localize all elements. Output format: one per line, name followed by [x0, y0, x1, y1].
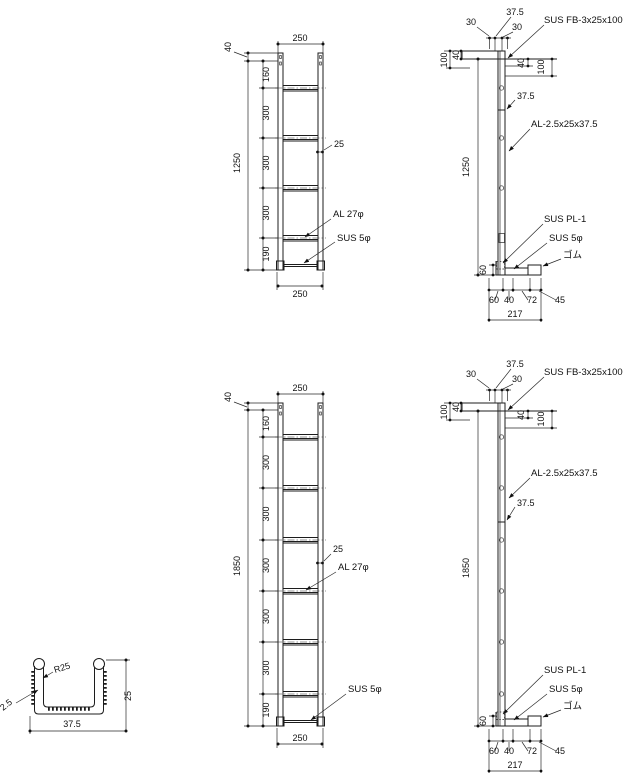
dim-side1850-37-5-top: 37.5	[506, 359, 524, 369]
dim-side1850-foot-total: 217	[507, 760, 522, 770]
label-front1850-rung: AL 27φ	[338, 562, 369, 573]
dim-section-radius: R25	[53, 661, 72, 675]
dim-side1850-30-right: 30	[512, 374, 522, 384]
dim-front1850-top-offset: 40	[223, 392, 233, 402]
dim-front1850-seg-300d: 300	[261, 609, 271, 624]
dim-side1250-right-40: 40	[516, 58, 526, 68]
front-1250-dimensions	[233, 41, 336, 290]
dim-side1250-30-right: 30	[512, 22, 522, 32]
dim-front1250-top-width: 250	[292, 33, 307, 43]
label-side1850-plate: SUS PL-1	[544, 665, 586, 676]
label-front1250-bottom-bar: SUS 5φ	[337, 233, 371, 244]
front-1850-dimensions	[233, 391, 347, 748]
label-side1250-flat-bar: SUS FB-3x25x100	[544, 15, 623, 26]
front-1850-linework	[275, 402, 326, 727]
dim-side1250-30-left: 30	[466, 17, 476, 27]
dim-section-height: 25	[123, 691, 133, 701]
label-front1250-rung: AL 27φ	[333, 209, 364, 220]
label-side1250-profile: AL-2.5x25x37.5	[531, 119, 598, 130]
label-side1250-bar: SUS 5φ	[549, 233, 583, 244]
side-1250-dimensions	[444, 16, 562, 322]
label-side1850-rubber: ゴム	[563, 700, 582, 712]
dim-side1850-foot-60: 60	[489, 746, 499, 756]
label-front1850-bottom-bar: SUS 5φ	[348, 684, 382, 695]
dim-front1850-seg-300a: 300	[261, 455, 271, 470]
side-1850-linework	[461, 402, 557, 727]
dim-front1850-seg-190: 190	[261, 702, 271, 717]
label-side1850-bar: SUS 5φ	[549, 684, 583, 695]
dim-side1850-foot-height: 60	[478, 716, 488, 726]
dim-front1850-seg-160: 160	[261, 416, 271, 431]
dim-side1250-foot-45: 45	[555, 295, 565, 305]
dim-side1850-left-40: 40	[451, 402, 461, 412]
dim-front1850-stile-width: 25	[333, 544, 343, 554]
dim-front1250-bottom-width: 250	[292, 289, 307, 299]
dim-front1250-seg-160: 160	[261, 67, 271, 82]
dim-side1250-foot-72: 72	[527, 295, 537, 305]
dim-side1850-foot-45: 45	[555, 746, 565, 756]
dim-side1250-bar-width: 37.5	[517, 91, 535, 101]
side-1850-dimensions	[444, 368, 562, 773]
view-side-1250: 30 37.5 30 SUS FB-3x25x100 100 40 40 100…	[439, 7, 623, 322]
front-1250-linework	[275, 52, 326, 271]
dim-side1850-bar-width: 37.5	[517, 498, 535, 508]
view-rung-section: R25 2.5 37.5 25	[0, 658, 133, 734]
dim-side1850-foot-40: 40	[504, 746, 514, 756]
view-front-1250: 250 40 160 300 300 300 190 1250 25 AL 27…	[223, 33, 371, 299]
dim-front1250-top-offset: 40	[223, 42, 233, 52]
dim-front1250-stile-width: 25	[334, 139, 344, 149]
rung-section-linework	[31, 658, 107, 715]
dim-section-width: 37.5	[63, 719, 81, 729]
dim-front1850-top-width: 250	[292, 383, 307, 393]
side-1250-linework	[461, 50, 557, 276]
view-front-1850: 250 40 160 300 300 300 300 300 190 1850 …	[223, 383, 382, 748]
label-side1250-rubber: ゴム	[563, 249, 582, 261]
dim-front1250-seg-190: 190	[261, 246, 271, 261]
dim-side1850-left-100: 100	[439, 404, 449, 419]
dim-side1850-right-40: 40	[516, 410, 526, 420]
rung-section-dimensions	[15, 658, 130, 734]
dim-side1850-foot-72: 72	[527, 746, 537, 756]
dim-side1250-overall: 1250	[461, 157, 471, 177]
label-side1250-plate: SUS PL-1	[544, 214, 586, 225]
dim-side1250-foot-60: 60	[489, 295, 499, 305]
dim-front1850-bottom-width: 250	[292, 733, 307, 743]
dim-front1250-seg-300a: 300	[261, 105, 271, 120]
dim-front1250-overall: 1250	[232, 153, 242, 173]
dim-front1850-seg-300e: 300	[261, 660, 271, 675]
dim-section-wall: 2.5	[0, 697, 14, 713]
view-side-1850: 30 37.5 30 SUS FB-3x25x100 100 40 40 100…	[439, 359, 623, 773]
dim-front1250-seg-300b: 300	[261, 155, 271, 170]
label-side1850-profile: AL-2.5x25x37.5	[531, 468, 598, 479]
dim-side1250-foot-height: 60	[478, 265, 488, 275]
dim-side1250-37-5-top: 37.5	[506, 7, 524, 17]
dim-front1850-overall: 1850	[232, 556, 242, 576]
dim-side1250-left-100: 100	[439, 52, 449, 67]
dim-side1850-30-left: 30	[466, 369, 476, 379]
dim-side1250-foot-40: 40	[504, 295, 514, 305]
label-side1850-flat-bar: SUS FB-3x25x100	[544, 367, 623, 378]
dim-side1250-foot-total: 217	[507, 309, 522, 319]
dim-front1850-seg-300b: 300	[261, 506, 271, 521]
dim-front1250-seg-300c: 300	[261, 205, 271, 220]
dim-front1850-seg-300c: 300	[261, 558, 271, 573]
dim-side1850-overall: 1850	[461, 558, 471, 578]
dim-side1250-left-40: 40	[451, 50, 461, 60]
dim-side1850-right-100: 100	[536, 411, 546, 426]
dim-side1250-right-100: 100	[536, 59, 546, 74]
